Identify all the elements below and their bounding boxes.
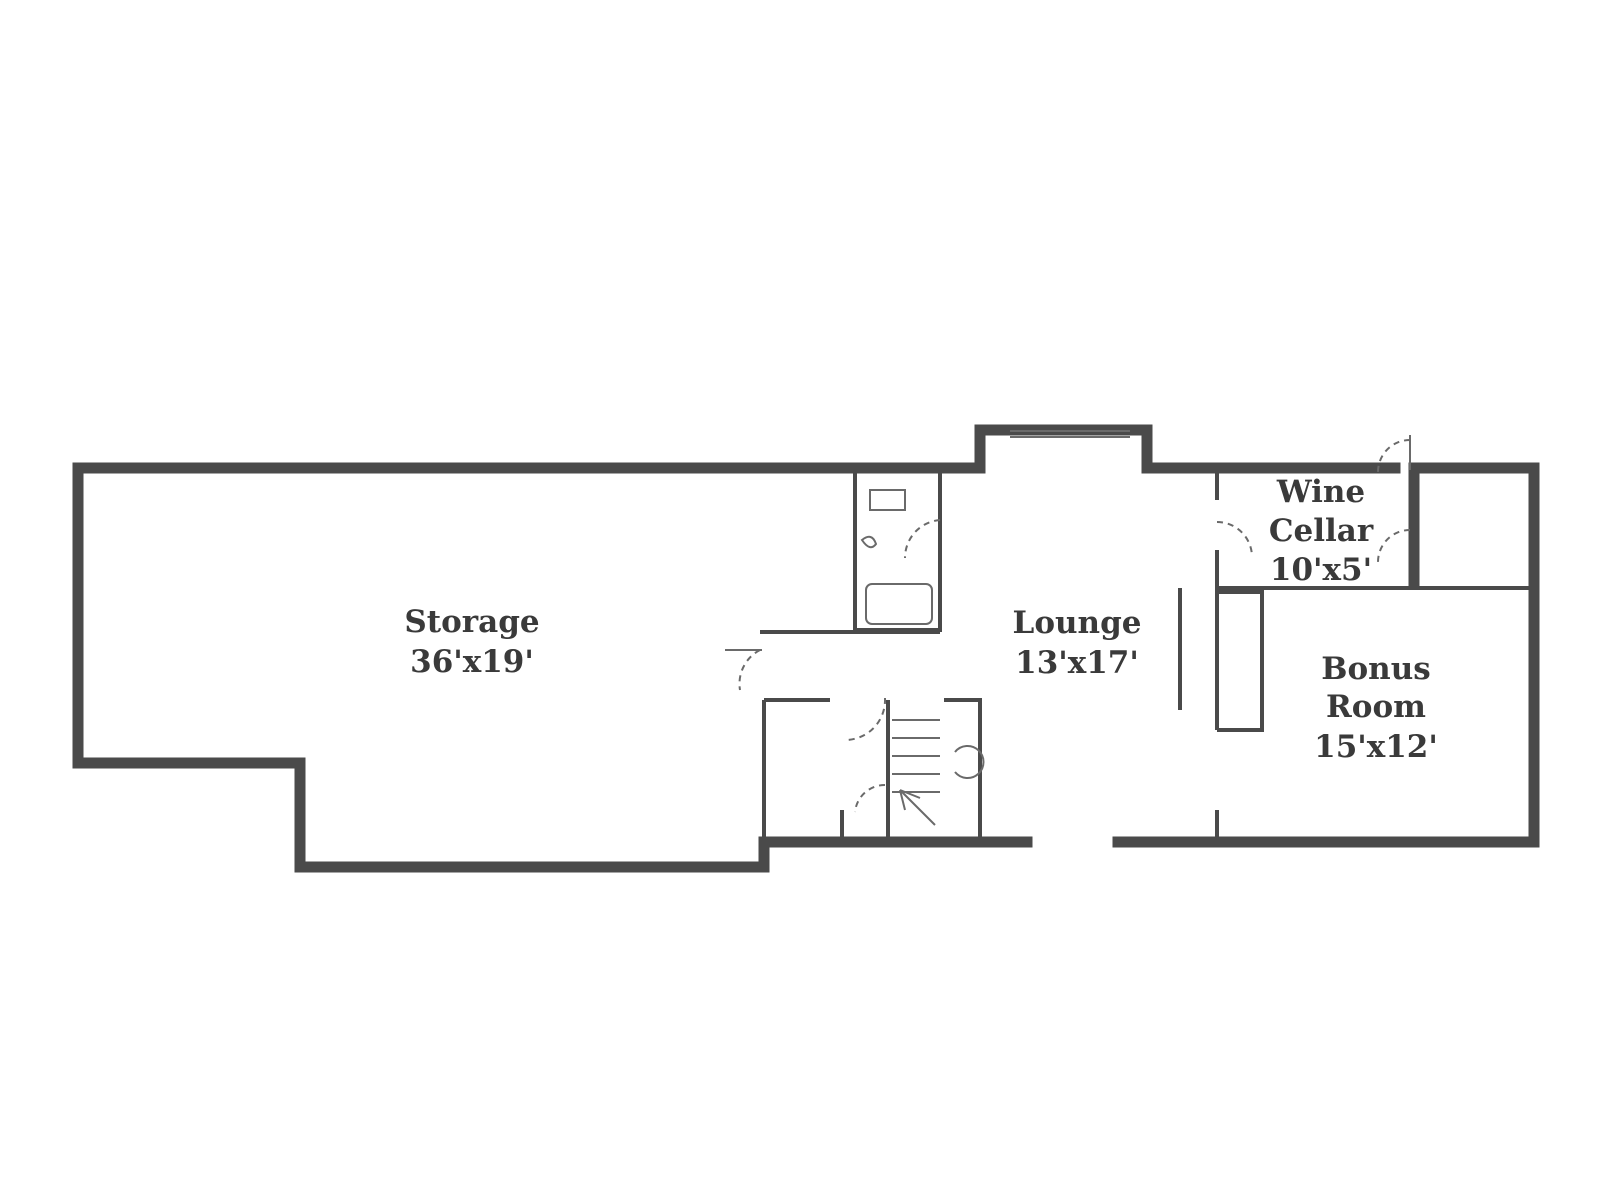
bonus-room-name-line1: Bonus bbox=[1321, 651, 1430, 687]
interior-walls bbox=[760, 468, 1534, 842]
room-bonus-room: Bonus Room 15'x12' bbox=[1314, 651, 1438, 765]
bonus-room-size: 15'x12' bbox=[1314, 729, 1438, 765]
exterior-walls bbox=[72, 424, 1540, 873]
room-storage: Storage 36'x19' bbox=[404, 604, 539, 680]
wine-cellar-name-line2: Cellar bbox=[1269, 513, 1374, 549]
room-lounge: Lounge 13'x17' bbox=[1013, 605, 1142, 681]
storage-size: 36'x19' bbox=[410, 644, 534, 680]
bonus-room-name-line2: Room bbox=[1326, 689, 1426, 725]
lounge-size: 13'x17' bbox=[1015, 645, 1139, 681]
stairs bbox=[892, 719, 985, 826]
lounge-name: Lounge bbox=[1013, 605, 1142, 641]
storage-name: Storage bbox=[404, 604, 539, 640]
bathroom-fixtures bbox=[860, 489, 933, 625]
bay-window bbox=[1010, 430, 1130, 438]
room-wine-cellar: Wine Cellar 10'x5' bbox=[1269, 474, 1374, 588]
wine-cellar-size: 10'x5' bbox=[1270, 552, 1372, 588]
wine-cellar-name-line1: Wine bbox=[1276, 474, 1365, 510]
door-swings bbox=[725, 435, 1411, 813]
